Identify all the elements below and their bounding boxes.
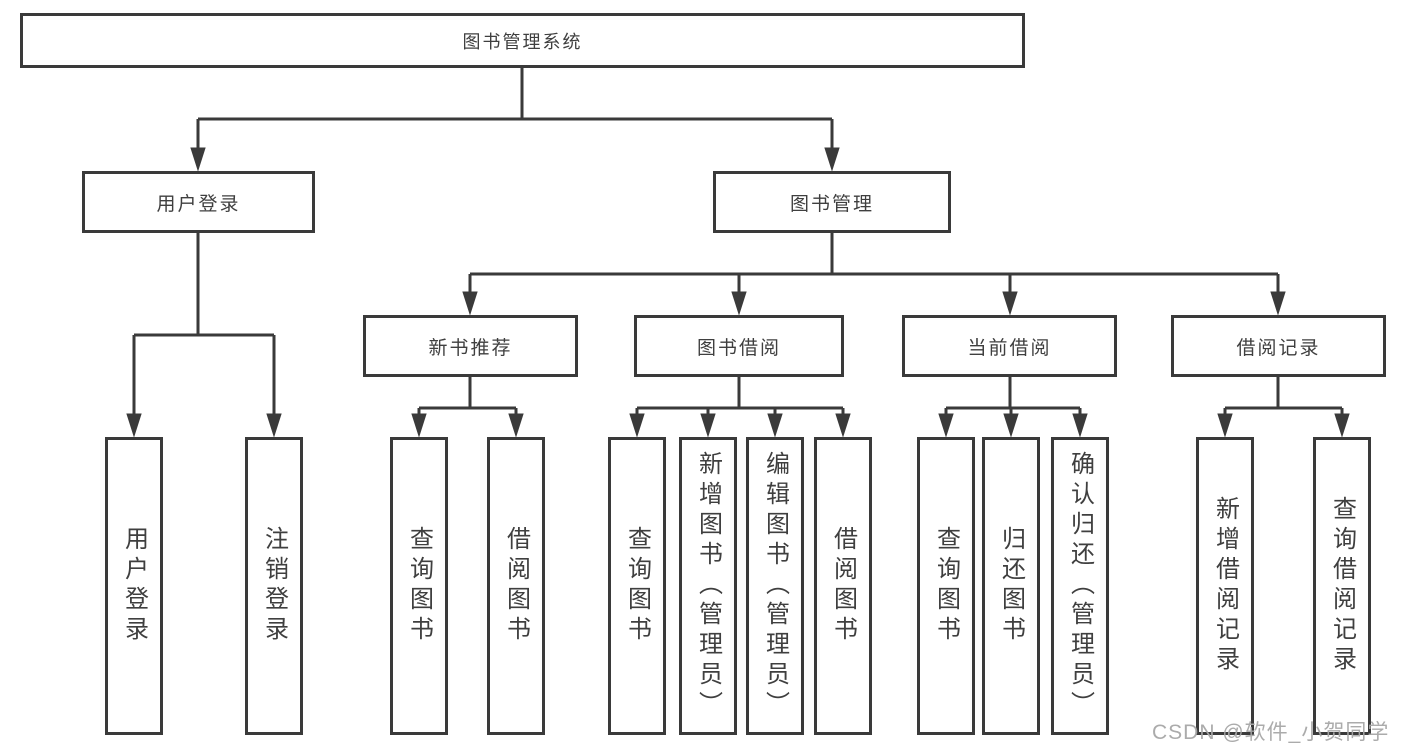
node-book-management: 图书管理	[713, 171, 951, 233]
leaf-borrow-books-1: 借阅图书	[487, 437, 545, 735]
arrow-down-icon	[1003, 413, 1019, 438]
leaf-borrow-books-2: 借阅图书	[814, 437, 872, 735]
arrow-down-icon	[126, 413, 142, 438]
arrow-down-icon	[508, 413, 524, 438]
node-user-login: 用户登录	[82, 171, 315, 233]
arrow-down-icon	[700, 413, 716, 438]
arrow-down-icon	[1072, 413, 1088, 438]
leaf-query-books-1: 查询图书	[390, 437, 448, 735]
node-borrowing-records: 借阅记录	[1171, 315, 1386, 377]
arrow-down-icon	[767, 413, 783, 438]
arrow-down-icon	[190, 147, 206, 172]
arrow-down-icon	[938, 413, 954, 438]
leaf-user-login: 用户登录	[105, 437, 163, 735]
arrow-down-icon	[835, 413, 851, 438]
leaf-edit-book-admin: 编辑图书（管理员）	[746, 437, 804, 735]
arrow-down-icon	[411, 413, 427, 438]
leaf-return-books: 归还图书	[982, 437, 1040, 735]
arrow-down-icon	[629, 413, 645, 438]
arrow-down-icon	[731, 291, 747, 316]
leaf-query-books-2: 查询图书	[608, 437, 666, 735]
connector-path	[132, 68, 1344, 418]
arrow-down-icon	[1270, 291, 1286, 316]
arrow-down-icon	[462, 291, 478, 316]
csdn-watermark: CSDN @软件_小贺同学	[1152, 721, 1390, 744]
leaf-query-books-3: 查询图书	[917, 437, 975, 735]
node-library-management-system: 图书管理系统	[20, 13, 1025, 68]
arrow-down-icon	[824, 147, 840, 172]
arrow-down-icon	[1334, 413, 1350, 438]
arrow-down-icon	[1217, 413, 1233, 438]
leaf-add-borrow-record: 新增借阅记录	[1196, 437, 1254, 735]
node-current-borrowing: 当前借阅	[902, 315, 1117, 377]
leaf-confirm-return-admin: 确认归还（管理员）	[1051, 437, 1109, 735]
arrowheads	[126, 147, 1350, 438]
leaf-logout: 注销登录	[245, 437, 303, 735]
node-book-borrowing: 图书借阅	[634, 315, 844, 377]
leaf-query-borrow-record: 查询借阅记录	[1313, 437, 1371, 735]
node-new-book-recommend: 新书推荐	[363, 315, 578, 377]
arrow-down-icon	[266, 413, 282, 438]
leaf-add-book-admin: 新增图书（管理员）	[679, 437, 737, 735]
arrow-down-icon	[1002, 291, 1018, 316]
